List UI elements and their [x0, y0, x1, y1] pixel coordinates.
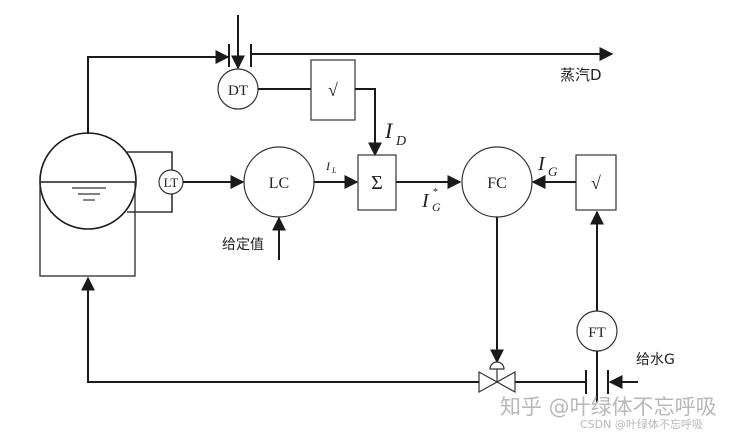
dt-label: DT [228, 83, 248, 99]
signal-il-sub: L [331, 166, 337, 175]
steam-label: 蒸汽D [560, 66, 602, 84]
valve-actuator [489, 361, 505, 370]
signal-igstar-sub: G [432, 200, 441, 214]
sum-label: Σ [371, 172, 383, 194]
signal-ig-label: I [537, 153, 546, 175]
lc-label: LC [269, 175, 289, 192]
signal-il-label: I [325, 159, 331, 173]
watermark-zhihu: 知乎 @叶绿体不忘呼吸 [500, 395, 717, 419]
watermark-csdn: CSDN @叶绿体不忘呼吸 [580, 417, 703, 431]
drum-shell [39, 132, 137, 230]
sqrt-right-label: √ [591, 173, 601, 193]
signal-igstar-label: I [421, 190, 430, 212]
sqrt-top-label: √ [328, 80, 338, 100]
feedwater-label: 给水G [636, 352, 675, 368]
sqrt-right-block [575, 154, 617, 211]
signal-ig-sub: G [548, 164, 558, 179]
setpoint-label: 给定值 [222, 237, 264, 253]
signal-id-label: I [384, 118, 394, 143]
valve-body [478, 370, 516, 394]
steam-pipe-line [87, 50, 230, 134]
sqrt-to-sum-line [355, 88, 382, 157]
signal-igstar-sup: * [433, 187, 438, 198]
control-valve [478, 361, 516, 394]
lt-label: LT [164, 175, 179, 190]
steam-drum [39, 132, 137, 277]
feedwater-to-drum-line [81, 276, 479, 383]
signal-id-sub: D [395, 134, 406, 149]
fc-label: FC [487, 175, 507, 192]
drum-frame [39, 181, 136, 277]
ft-label: FT [588, 325, 606, 341]
